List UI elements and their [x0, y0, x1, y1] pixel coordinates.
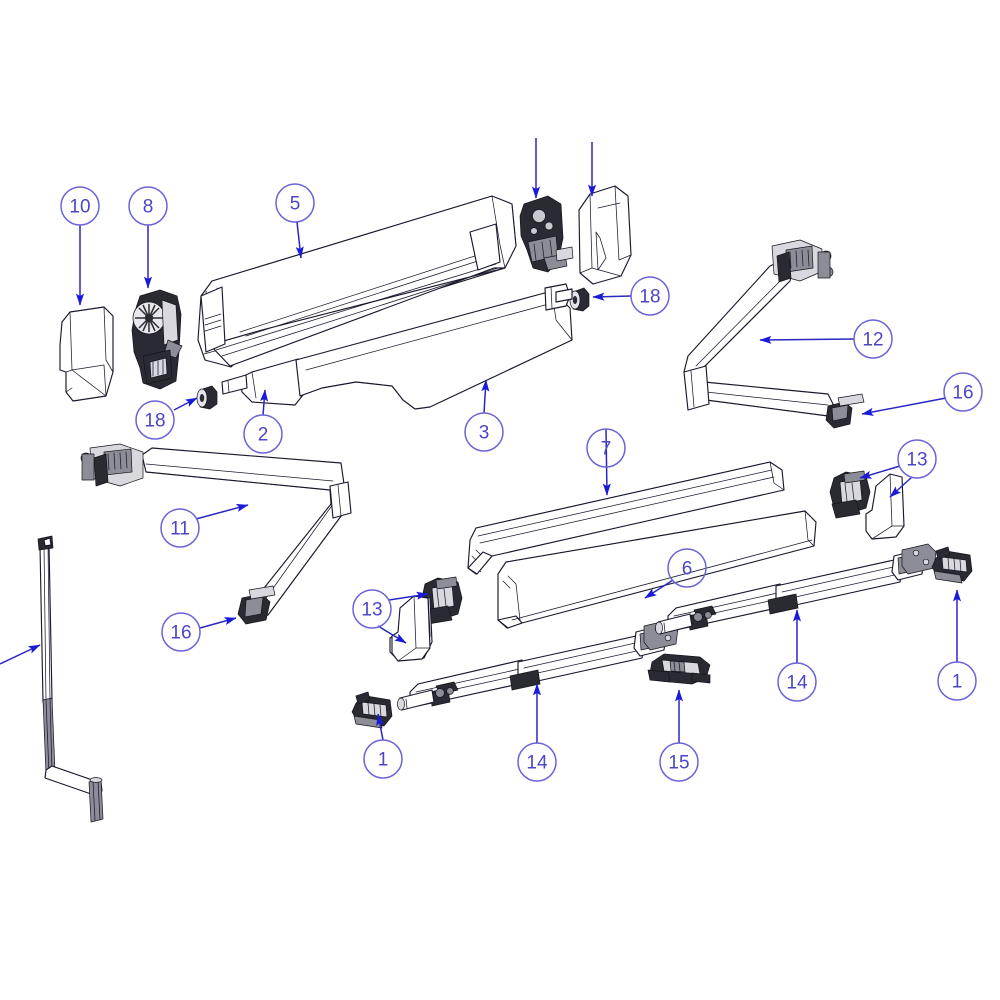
callout-bubble-14-gas-strut-tensioner-right[interactable]: 14: [777, 662, 817, 702]
part-gas-strut-tensioner-14-left: [397, 619, 679, 711]
part-end-plug-bushing-18-left: [196, 385, 218, 410]
callout-label: 8: [143, 197, 154, 218]
part-lead-rail-profile-7: [467, 461, 785, 575]
callout-bubble-13-lead-rail-end-cap-right[interactable]: 13: [897, 439, 937, 479]
callout-circle: [517, 742, 557, 782]
callout-label: 5: [290, 194, 301, 215]
callout-bubble-1-mounting-clip-left[interactable]: 1: [363, 739, 403, 779]
callout-circle: [586, 428, 626, 468]
callout-bubble-5-roller-housing-case[interactable]: 5: [275, 183, 315, 223]
callout-circle: [160, 508, 200, 548]
callout-label: 13: [361, 600, 382, 621]
callout-label: 1: [952, 672, 963, 693]
callout-circle: [60, 186, 100, 226]
callout-circle: [352, 589, 392, 629]
callout-label: 3: [479, 423, 490, 444]
callout-circle: [897, 439, 937, 479]
callout-label: 2: [258, 425, 269, 446]
callout-circle: [464, 412, 504, 452]
part-articulated-arm-left-11: [80, 443, 352, 625]
part-end-cap-cover-10: [59, 306, 114, 402]
part-motor-gearbox-unit: [519, 195, 574, 273]
callout-circle: [275, 183, 315, 223]
callout-label: 12: [862, 330, 883, 351]
callout-bubble-10-end-cap-cover-left[interactable]: 10: [60, 186, 100, 226]
callout-bubble-12-articulated-arm-right[interactable]: 12: [853, 319, 893, 359]
callout-label: 7: [601, 439, 612, 460]
part-mounting-clip-1-left: [351, 691, 393, 729]
callout-circle: [161, 612, 201, 652]
leader-lines: [0, 138, 962, 743]
callout-label: 14: [786, 673, 808, 694]
callout-circle: [667, 548, 707, 588]
callout-circle: [243, 414, 283, 454]
callout-bubble-16-wall-bracket-left[interactable]: 16: [161, 612, 201, 652]
callout-bubble-13-lead-rail-end-cap-left[interactable]: 13: [352, 589, 392, 629]
callout-circle: [777, 662, 817, 702]
callout-label: 18: [639, 287, 660, 308]
callout-label: 14: [526, 753, 548, 774]
callout-circle: [853, 319, 893, 359]
callout-circle: [135, 400, 175, 440]
part-gear-drive-mechanism-8: [131, 289, 183, 390]
callout-label: 10: [69, 197, 90, 218]
part-gas-strut-tensioner-14-right: [655, 543, 937, 635]
part-roller-housing-case-5: [197, 195, 517, 368]
callout-label: 6: [682, 559, 693, 580]
callout-label: 11: [170, 519, 190, 540]
callout-bubble-18-end-plug-bushing-right[interactable]: 18: [630, 276, 670, 316]
callout-label: 13: [906, 450, 927, 471]
callout-bubble-11-articulated-arm-left[interactable]: 11: [160, 508, 200, 548]
part-center-support-bracket-15: [647, 653, 711, 685]
callout-label: 18: [144, 411, 165, 432]
callout-bubble-14-gas-strut-tensioner-left[interactable]: 14: [517, 742, 557, 782]
part-lead-rail-end-cap-13-right-bracket: [829, 470, 871, 519]
callout-circle: [363, 739, 403, 779]
callout-circle: [630, 276, 670, 316]
callout-bubble-3-awning-fabric[interactable]: 3: [464, 412, 504, 452]
part-articulated-arm-right-12: [683, 239, 865, 429]
callout-bubble-2-roller-tube[interactable]: 2: [243, 414, 283, 454]
callout-bubble-16-wall-bracket-right[interactable]: 16: [943, 372, 983, 412]
callout-circle: [937, 661, 977, 701]
callout-bubble-8-gear-drive-mechanism[interactable]: 8: [128, 186, 168, 226]
part-roller-tube-end-shaft: [544, 283, 573, 311]
callout-label: 16: [170, 623, 191, 644]
callout-bubble-6-valance-panel[interactable]: 6: [667, 548, 707, 588]
part-end-plug-bushing-18-right: [569, 287, 590, 312]
part-motor-cover-cap: [578, 185, 632, 285]
callout-label: 16: [952, 383, 973, 404]
callout-circle: [943, 372, 983, 412]
part-awning-fabric-3: [295, 290, 573, 410]
part-valance-panel-6: [497, 510, 817, 629]
callout-label: 1: [378, 750, 389, 771]
callout-bubble-1-mounting-clip-right[interactable]: 1: [937, 661, 977, 701]
callout-bubble-15-center-support-bracket[interactable]: 15: [659, 742, 699, 782]
part-mounting-clip-1-right: [931, 546, 973, 584]
callout-circle: [128, 186, 168, 226]
callout-bubble-7-lead-rail-profile[interactable]: 7: [586, 428, 626, 468]
callout-circle: [659, 742, 699, 782]
part-crank-handle: [37, 535, 104, 823]
callout-label: 15: [668, 753, 689, 774]
callout-bubble-18-end-plug-bushing-left[interactable]: 18: [135, 400, 175, 440]
